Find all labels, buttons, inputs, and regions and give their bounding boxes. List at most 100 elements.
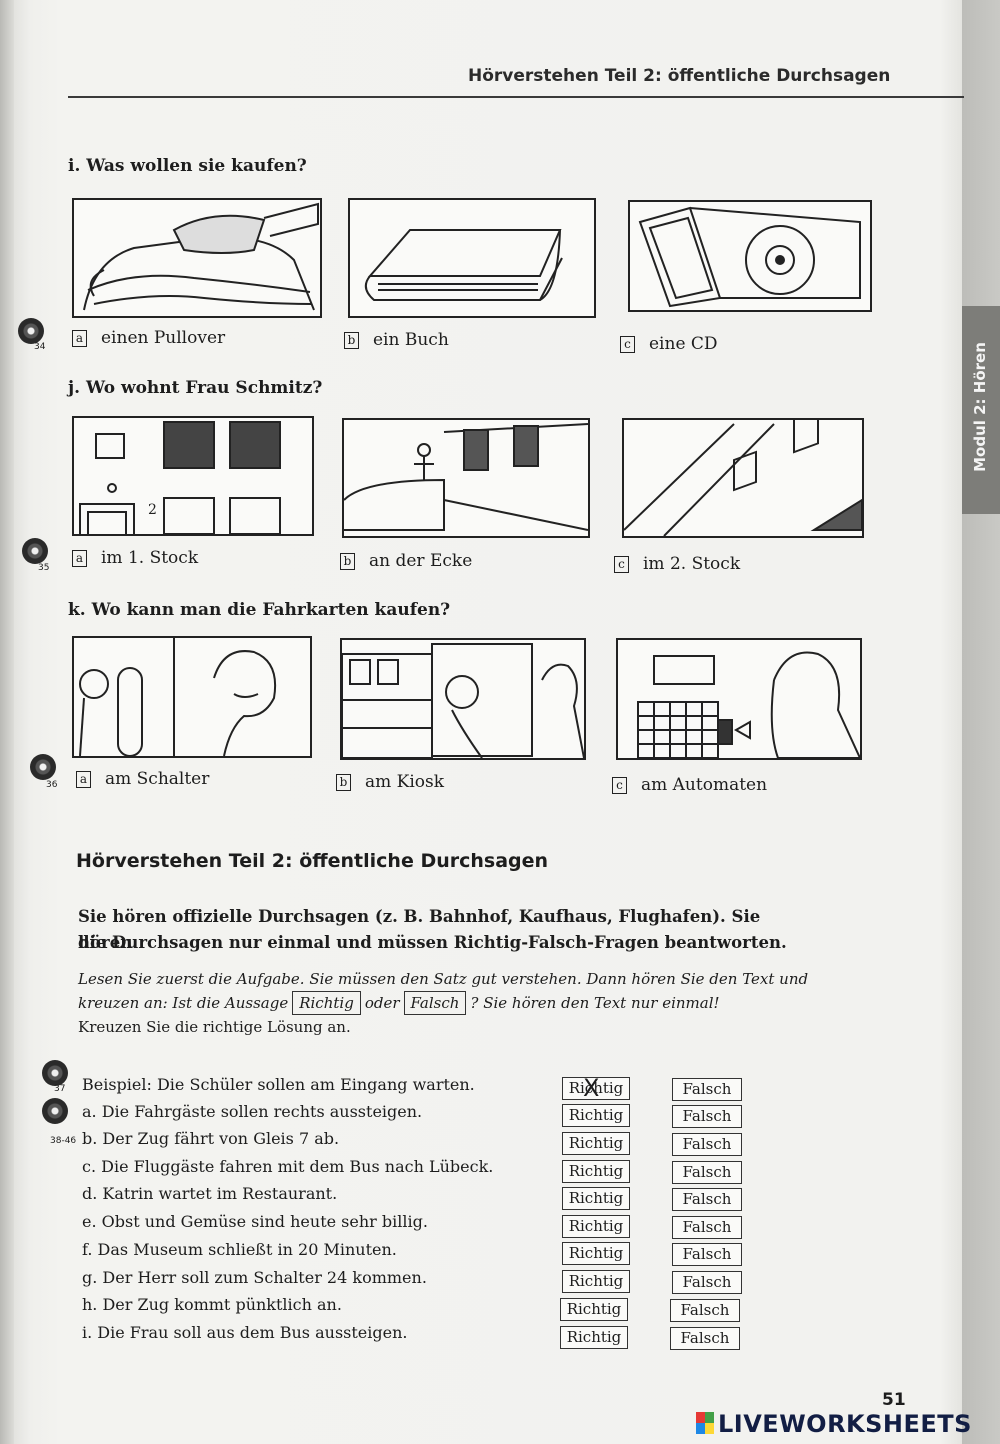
page-number: 51: [882, 1390, 906, 1410]
kiosk-illustration: [340, 638, 586, 760]
falsch-checkbox[interactable]: Falsch: [672, 1216, 742, 1239]
falsch-checkbox[interactable]: Falsch: [670, 1299, 740, 1322]
intro-line-2: die Durchsagen nur einmal und müssen Ric…: [78, 933, 787, 952]
ticket-machine-illustration: [616, 638, 862, 760]
option-label: eine CD: [649, 334, 718, 354]
door-illustration: 2: [72, 416, 314, 536]
statement-i: i. Die Frau soll aus dem Bus aussteigen.: [82, 1323, 408, 1342]
option-letter-box[interactable]: b: [340, 552, 355, 570]
option-letter-box[interactable]: b: [336, 773, 351, 791]
section-title: Hörverstehen Teil 2: öffentliche Durchsa…: [76, 850, 549, 872]
option-i-a[interactable]: a einen Pullover: [72, 328, 225, 348]
cd-track-number: 35: [38, 563, 50, 573]
sweater-illustration: [72, 198, 322, 318]
cd-track-number: 37: [54, 1084, 66, 1094]
option-j-c[interactable]: c im 2. Stock: [614, 554, 740, 574]
question-i-title: i. Was wollen sie kaufen?: [68, 156, 307, 176]
question-j-title: j. Wo wohnt Frau Schmitz?: [68, 378, 323, 398]
option-i-c[interactable]: c eine CD: [620, 334, 718, 354]
cd-case-illustration: [628, 200, 872, 312]
richtig-checkbox[interactable]: Richtig: [562, 1270, 630, 1293]
option-letter-box[interactable]: a: [72, 549, 87, 567]
richtig-checkbox[interactable]: Richtig: [562, 1160, 630, 1183]
falsch-checkbox[interactable]: Falsch: [672, 1188, 742, 1211]
cd-track-icon: [42, 1098, 68, 1124]
richtig-checkbox[interactable]: Richtig: [562, 1104, 630, 1127]
falsch-checkbox[interactable]: Falsch: [672, 1105, 742, 1128]
instruction-text: ? Sie hören den Text nur einmal!: [470, 994, 720, 1012]
option-k-a[interactable]: a am Schalter: [76, 769, 209, 789]
ticket-counter-illustration: [72, 636, 312, 758]
option-k-b[interactable]: b am Kiosk: [336, 772, 444, 792]
module-tab: Modul 2: Hören: [962, 306, 1000, 514]
cd-track-icon: [22, 538, 48, 564]
statement-c: c. Die Fluggäste fahren mit dem Bus nach…: [82, 1157, 494, 1176]
option-letter-box[interactable]: c: [612, 776, 627, 794]
header-rule: [68, 96, 964, 98]
page-edge-sidebar: [962, 0, 1000, 1444]
instruction-line-3: Kreuzen Sie die richtige Lösung an.: [78, 1018, 351, 1036]
option-label: am Kiosk: [365, 772, 445, 792]
option-letter-box[interactable]: a: [72, 329, 87, 347]
statement-h: h. Der Zug kommt pünktlich an.: [82, 1295, 342, 1314]
richtig-checkbox[interactable]: Richtig: [562, 1242, 630, 1265]
running-header: Hörverstehen Teil 2: öffentliche Durchsa…: [468, 66, 891, 86]
option-label: einen Pullover: [101, 328, 226, 348]
statement-a: a. Die Fahrgäste sollen rechts aussteige…: [82, 1102, 423, 1121]
option-label: im 1. Stock: [101, 548, 199, 568]
module-tab-label: Modul 2: Hören: [971, 342, 989, 472]
option-j-a[interactable]: a im 1. Stock: [72, 548, 198, 568]
cd-track-icon: [18, 318, 44, 344]
option-label: ein Buch: [373, 330, 449, 350]
instruction-text: kreuzen an: Ist die Aussage: [78, 994, 289, 1012]
watermark: LIVEWORKSHEETS: [718, 1410, 972, 1438]
svg-text:2: 2: [148, 502, 157, 518]
statement-g: g. Der Herr soll zum Schalter 24 kommen.: [82, 1268, 427, 1287]
cd-track-number: 34: [34, 342, 46, 352]
richtig-sample-box: Richtig: [292, 991, 361, 1015]
option-letter-box[interactable]: a: [76, 770, 91, 788]
instruction-text: oder: [364, 994, 400, 1012]
richtig-checkbox[interactable]: Richtig: [562, 1215, 630, 1238]
option-label: am Schalter: [105, 769, 210, 789]
option-letter-box[interactable]: c: [620, 335, 635, 353]
falsch-checkbox[interactable]: Falsch: [672, 1271, 742, 1294]
option-letter-box[interactable]: c: [614, 555, 629, 573]
option-j-b[interactable]: b an der Ecke: [340, 551, 472, 571]
falsch-checkbox[interactable]: Falsch: [672, 1078, 742, 1101]
richtig-checkbox[interactable]: Richtig: [562, 1187, 630, 1210]
falsch-checkbox[interactable]: Falsch: [672, 1161, 742, 1184]
question-k-title: k. Wo kann man die Fahrkarten kaufen?: [68, 600, 451, 620]
falsch-sample-box: Falsch: [403, 991, 467, 1015]
option-label: an der Ecke: [369, 551, 473, 571]
option-label: im 2. Stock: [643, 554, 741, 574]
richtig-checkbox[interactable]: Richtig: [562, 1132, 630, 1155]
cd-track-icon: [42, 1060, 68, 1086]
richtig-checkbox[interactable]: Richtig: [560, 1298, 628, 1321]
falsch-checkbox[interactable]: Falsch: [672, 1133, 742, 1156]
option-i-b[interactable]: b ein Buch: [344, 330, 449, 350]
option-k-c[interactable]: c am Automaten: [612, 775, 767, 795]
cd-track-icon: [30, 754, 56, 780]
intro-line-1: Sie hören offizielle Durchsagen (z. B. B…: [78, 907, 761, 952]
option-label: am Automaten: [641, 775, 768, 795]
statement-example: Beispiel: Die Schüler sollen am Eingang …: [82, 1075, 475, 1094]
option-letter-box[interactable]: b: [344, 331, 359, 349]
book-illustration: [348, 198, 596, 318]
street-corner-illustration: [342, 418, 590, 538]
falsch-checkbox[interactable]: Falsch: [670, 1327, 740, 1350]
statement-e: e. Obst und Gemüse sind heute sehr billi…: [82, 1212, 428, 1231]
liveworksheets-logo-icon: [696, 1412, 714, 1434]
statement-f: f. Das Museum schließt in 20 Minuten.: [82, 1240, 397, 1259]
statement-b: b. Der Zug fährt von Gleis 7 ab.: [82, 1129, 340, 1148]
richtig-checkbox[interactable]: Richtig: [560, 1326, 628, 1349]
book-gutter: [0, 0, 14, 1444]
cd-track-number: 36: [46, 780, 58, 790]
cross-mark-icon: X: [583, 1074, 600, 1102]
statement-d: d. Katrin wartet im Restaurant.: [82, 1184, 338, 1203]
richtig-label: Richtig: [568, 1079, 624, 1097]
falsch-checkbox[interactable]: Falsch: [672, 1243, 742, 1266]
building-illustration: [622, 418, 864, 538]
